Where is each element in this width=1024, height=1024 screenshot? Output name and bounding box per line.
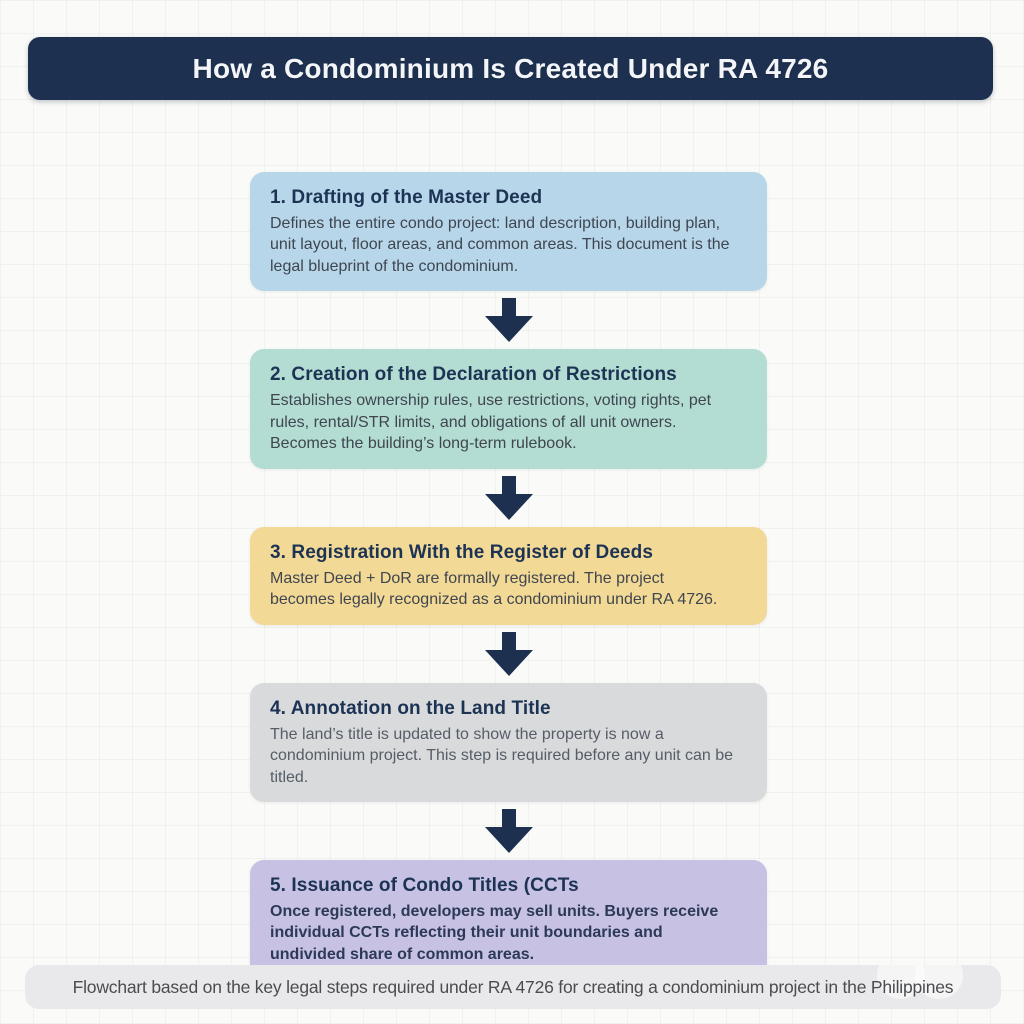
flow-connector bbox=[250, 625, 767, 683]
down-arrow-icon bbox=[484, 298, 533, 343]
header-bar: How a Condominium Is Created Under RA 47… bbox=[28, 37, 993, 100]
step-body: Once registered, developers may sell uni… bbox=[270, 902, 719, 963]
down-arrow-icon bbox=[484, 475, 533, 520]
step-card-land-title-annotation: 4. Annotation on the Land Title The land… bbox=[250, 682, 767, 802]
step-body: The land’s title is updated to show the … bbox=[270, 725, 734, 786]
step-card-registration-deeds: 3. Registration With the Register of Dee… bbox=[250, 526, 767, 625]
step-body: Master Deed + DoR are formally registere… bbox=[270, 569, 718, 609]
flow-connector bbox=[250, 469, 767, 527]
page-title: How a Condominium Is Created Under RA 47… bbox=[192, 52, 829, 84]
arrow-head bbox=[484, 826, 533, 853]
watermark-shape bbox=[877, 965, 963, 1003]
footer-note-text: Flowchart based on the key legal steps r… bbox=[72, 976, 954, 997]
flow-connector bbox=[250, 802, 767, 860]
arrow-stem bbox=[501, 475, 516, 494]
down-arrow-icon bbox=[484, 808, 533, 853]
footer-note-bar: Flowchart based on the key legal steps r… bbox=[25, 965, 1001, 1009]
step-card-master-deed: 1. Drafting of the Master Deed Defines t… bbox=[250, 172, 767, 292]
arrow-head bbox=[484, 316, 533, 343]
step-title: 4. Annotation on the Land Title bbox=[270, 697, 551, 719]
flowchart: 1. Drafting of the Master Deed Defines t… bbox=[250, 172, 767, 980]
arrow-head bbox=[484, 649, 533, 676]
step-body: Defines the entire condo project: land d… bbox=[270, 215, 730, 275]
step-title: 1. Drafting of the Master Deed bbox=[270, 187, 543, 208]
step-title: 2. Creation of the Declaration of Restri… bbox=[270, 364, 677, 386]
down-arrow-icon bbox=[484, 631, 533, 676]
step-title: 3. Registration With the Register of Dee… bbox=[270, 541, 654, 563]
arrow-stem bbox=[501, 631, 516, 650]
flow-connector bbox=[250, 291, 767, 349]
step-card-declaration-restrictions: 2. Creation of the Declaration of Restri… bbox=[250, 349, 767, 469]
arrow-head bbox=[484, 493, 533, 520]
step-body: Establishes ownership rules, use restric… bbox=[270, 392, 712, 453]
step-card-condo-titles-issuance: 5. Issuance of Condo Titles (CCTs Once r… bbox=[250, 859, 767, 980]
arrow-stem bbox=[501, 808, 516, 827]
step-title: 5. Issuance of Condo Titles (CCTs bbox=[270, 874, 579, 896]
arrow-stem bbox=[501, 298, 516, 317]
